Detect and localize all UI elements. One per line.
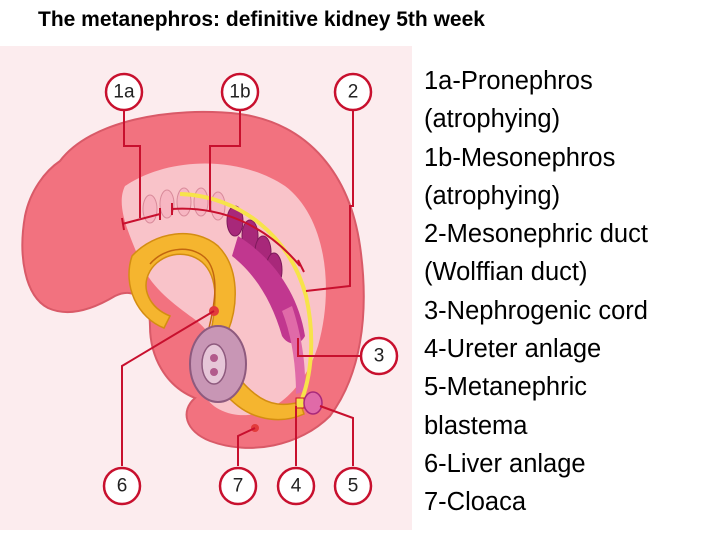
leader-7: [237, 427, 256, 466]
metanephric-blastema: [303, 391, 323, 415]
yolk-stalk: [189, 325, 247, 403]
pronephros-bracket: [121, 208, 161, 231]
callout-2-label: 2: [348, 82, 359, 103]
leader-2: [305, 111, 354, 292]
callout-6-label: 6: [117, 476, 128, 497]
leader-5: [319, 405, 354, 466]
leader-1a: [123, 111, 141, 218]
legend-line: 1a-Pronephros: [424, 67, 593, 95]
callout-1a: 1a: [104, 72, 144, 112]
nephrogenic-cord: [282, 306, 306, 394]
legend-line: 3-Nephrogenic cord: [424, 296, 648, 325]
legend-line: 2-Mesonephric duct: [424, 220, 648, 249]
callout-4-label: 4: [291, 476, 302, 497]
legend-line: 4-Ureter anlage: [424, 335, 602, 364]
legend-line: 7-Cloaca: [424, 488, 527, 517]
mesonephric-duct: [179, 192, 314, 405]
callout-7-label: 7: [233, 476, 244, 497]
page-title: The metanephros: definitive kidney 5th w…: [38, 8, 485, 31]
callout-3: 3: [359, 336, 399, 376]
callout-2: 2: [333, 72, 373, 112]
leader-3: [297, 338, 360, 357]
leader-1b: [209, 111, 241, 211]
legend: 1a-Pronephros (atrophying) 1b-Mesonephro…: [424, 62, 716, 522]
legend-line: 5-Metanephric: [424, 373, 587, 402]
callout-3-label: 3: [374, 346, 385, 367]
callout-5-label: 5: [348, 476, 359, 497]
legend-line: 1b-Mesonephros: [424, 143, 616, 172]
callout-6: 6: [102, 466, 142, 506]
legend-line: 6-Liver anlage: [424, 449, 586, 478]
callout-7: 7: [218, 466, 258, 506]
callout-4: 4: [276, 466, 316, 506]
callout-1b-label: 1b: [229, 82, 250, 103]
callout-1b: 1b: [220, 72, 260, 112]
leader-6: [121, 310, 215, 466]
embryo-diagram: 1a 1b 2 3 6 7 4 5: [0, 46, 412, 530]
legend-line: (atrophying): [424, 105, 561, 134]
callout-1a-label: 1a: [113, 82, 135, 103]
legend-line: (Wolffian duct): [424, 258, 588, 287]
legend-line: blastema: [424, 411, 528, 440]
mesonephros-bracket: [171, 203, 305, 273]
ureter-anlage: [295, 397, 305, 409]
callout-5: 5: [333, 466, 373, 506]
legend-line: (atrophying): [424, 181, 561, 210]
